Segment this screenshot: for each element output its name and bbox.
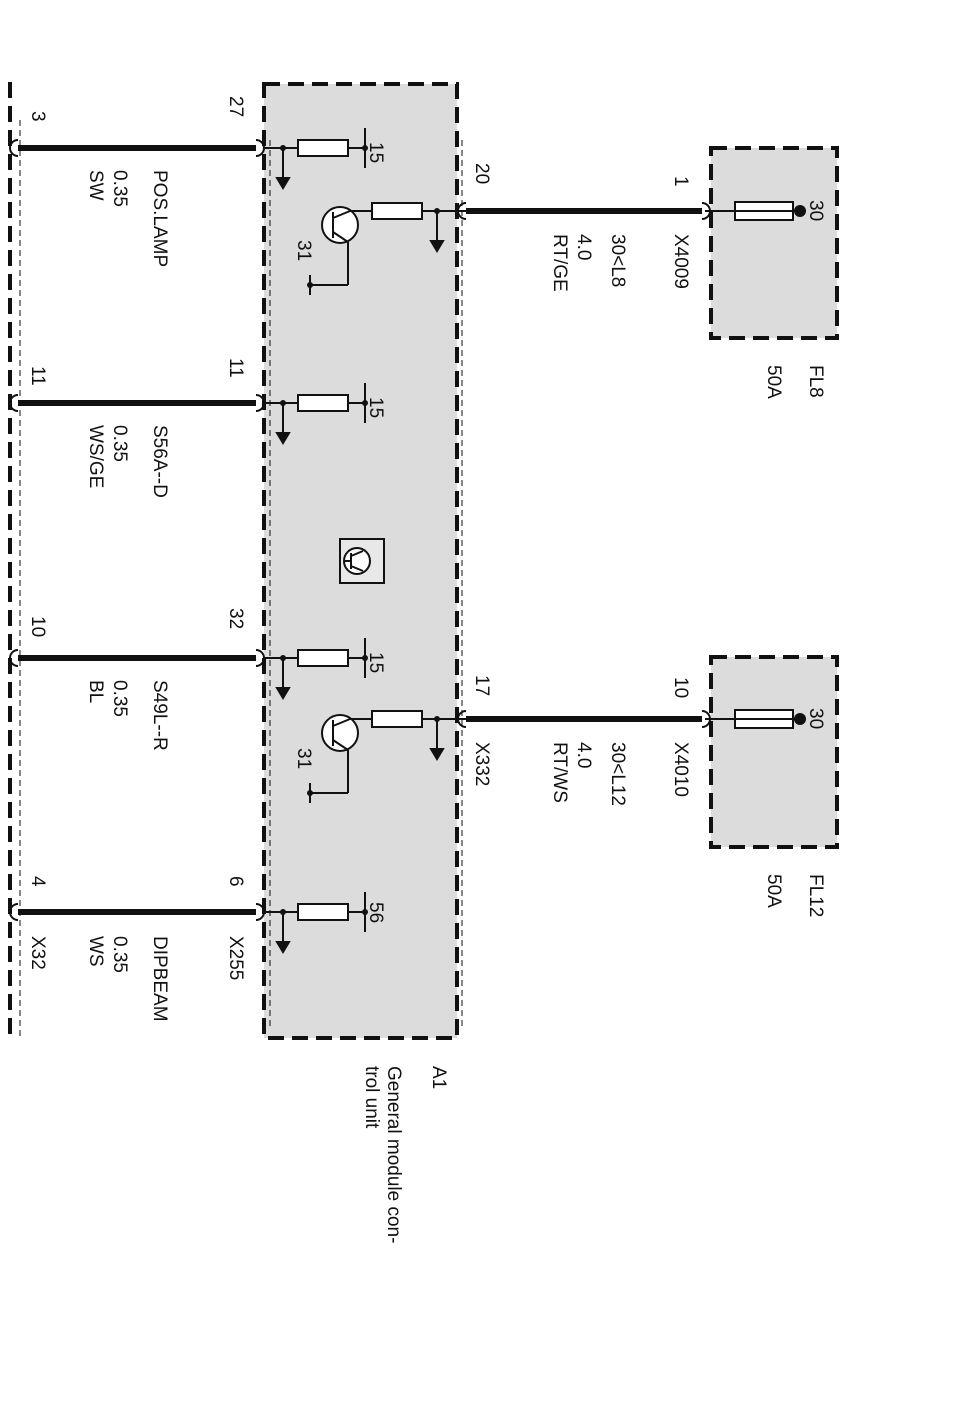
supply-circuit-1: 30<L8 — [607, 234, 628, 287]
supply-size-1: 4.0 — [573, 234, 594, 260]
output-color-1: SW — [85, 170, 106, 201]
output-color-3: BL — [85, 680, 106, 703]
junction-dots — [280, 145, 368, 915]
output-color-2: WS/GE — [85, 425, 106, 488]
output-terminal-2: 15 — [365, 397, 386, 418]
module-name-line1: General module con- — [383, 1066, 404, 1243]
fuse-fl8-pin: 1 — [670, 176, 691, 187]
output-pin-left-3: 3 — [27, 111, 48, 122]
supply-wire-labels: 20 30<L8 4.0 RT/GE 17 30<L12 4.0 RT/WS — [471, 163, 628, 806]
output-pin-left-10: 10 — [27, 616, 48, 637]
output-pin-module-32: 32 — [225, 608, 246, 629]
transistor-circuit-2 — [309, 710, 466, 803]
module-id: A1 — [428, 1066, 449, 1089]
fuse-fl12-rating: 50A — [763, 874, 784, 908]
module-name-line2: trol unit — [361, 1066, 382, 1129]
output-size-1: 0.35 — [109, 170, 130, 207]
output-pin-left-11: 11 — [27, 366, 48, 386]
fuse-fl8-connector: X4009 — [670, 234, 691, 289]
output-pin-terminals — [9, 139, 265, 921]
output-terminal-3: 15 — [365, 652, 386, 673]
output-name-1: POS.LAMP — [149, 170, 170, 267]
output-pin-module-27: 27 — [225, 96, 246, 117]
output-color-4: WS — [85, 936, 106, 967]
output-name-4: DIPBEAM — [149, 936, 170, 1022]
module-labels: A1 General module con- trol unit X255 X3… — [27, 742, 492, 1243]
internal-output-circuits — [264, 128, 366, 954]
output-terminal-4: 56 — [365, 902, 386, 923]
output-name-3: S49L--R — [149, 680, 170, 751]
fuse-box-fl12 — [709, 655, 839, 849]
fuse-fl12-pin: 10 — [670, 677, 691, 698]
output-pin-module-6: 6 — [225, 876, 246, 887]
output-pin-module-11: 11 — [225, 358, 246, 378]
output-size-3: 0.35 — [109, 680, 130, 717]
module-a1-box — [262, 82, 459, 1040]
output-size-2: 0.35 — [109, 425, 130, 462]
fuse-fl8-terminal: 30 — [805, 200, 826, 221]
output-pin-left-4: 4 — [27, 876, 48, 887]
module-connector-left: X255 — [225, 936, 246, 980]
electronic-module-icon — [339, 538, 385, 584]
ground-terminal-2: 31 — [293, 748, 314, 769]
output-wire-labels: 27 3 POS.LAMP 0.35 SW 15 11 11 S56A--D 0… — [27, 96, 386, 1022]
output-name-2: S56A--D — [149, 425, 170, 498]
fuse-fl12-id: FL12 — [805, 874, 826, 917]
transistor-circuit-1 — [309, 202, 466, 295]
supply-color-2: RT/WS — [549, 742, 570, 803]
supply-pin-17: 17 — [471, 675, 492, 696]
fuse-fl12-terminal: 30 — [805, 708, 826, 729]
supply-size-2: 4.0 — [573, 742, 594, 768]
fuse-fl12-labels: FL12 50A 30 X4010 10 — [670, 677, 826, 917]
fuse-fl8-labels: FL8 50A 30 X4009 1 — [670, 176, 826, 399]
fuse-box-fl8 — [709, 146, 839, 340]
transistor-junction-dots — [307, 208, 440, 796]
supply-color-1: RT/GE — [549, 234, 570, 292]
fuse-fl8-id: FL8 — [805, 365, 826, 398]
supply-pin-20: 20 — [471, 163, 492, 184]
transistor-ground-labels: 31 31 — [293, 240, 314, 769]
module-connector-right: X332 — [471, 742, 492, 786]
fuse-fl12-connector: X4010 — [670, 742, 691, 797]
output-wires — [18, 145, 256, 915]
fuse-fl8-rating: 50A — [763, 365, 784, 399]
output-size-4: 0.35 — [109, 936, 130, 973]
ground-terminal-1: 31 — [293, 240, 314, 261]
left-connector-id: X32 — [27, 936, 48, 970]
fuse-fl8 — [705, 201, 806, 221]
supply-circuit-2: 30<L12 — [607, 742, 628, 806]
output-terminal-1: 15 — [365, 142, 386, 163]
fuse-fl12 — [705, 709, 806, 729]
